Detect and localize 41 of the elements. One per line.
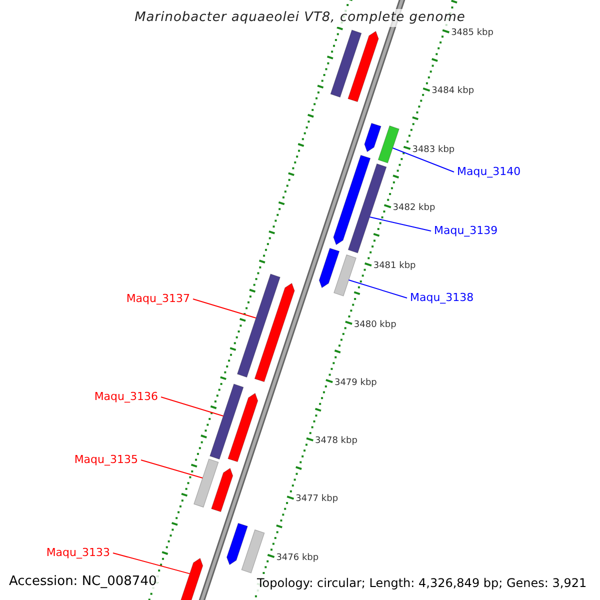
gene-bar (348, 163, 387, 254)
gene-bar (333, 154, 371, 246)
gene-bar (334, 254, 356, 296)
gene-bar (211, 468, 234, 512)
gene-label: Maqu_3137 (126, 291, 190, 307)
leader-line (392, 148, 454, 172)
gene-bar (318, 248, 340, 288)
scale-label: 3480 kbp (354, 318, 396, 330)
gene-bar (348, 30, 379, 102)
scale-label: 3478 kbp (315, 435, 358, 448)
leader-line (160, 396, 224, 416)
gene-label: Maqu_3135 (74, 452, 138, 468)
scale-label: 3476 kbp (276, 552, 319, 564)
gene-bar (364, 122, 382, 152)
gene-label: Maqu_3138 (410, 290, 474, 306)
gene-bar (194, 458, 219, 508)
gene-label: Maqu_3139 (434, 223, 498, 239)
gene-label: Maqu_3133 (46, 545, 110, 561)
scale-label: 3484 kbp (432, 85, 474, 98)
scale-label: 3481 kbp (373, 260, 416, 272)
gene-bar (330, 30, 362, 98)
leader-line (140, 460, 204, 478)
scale-label: 3482 kbp (392, 202, 436, 214)
scale-label: 3485 kbp (451, 27, 494, 39)
gene-bar (236, 274, 280, 378)
gene-bar (378, 125, 400, 164)
leader-line (112, 552, 190, 574)
gene-bar (254, 282, 295, 382)
gene-bar (241, 529, 265, 574)
accession-text: Accession: NC_008740 (8, 573, 158, 591)
leader-line (369, 216, 432, 232)
leader-line (192, 298, 256, 318)
gene-bar (210, 384, 244, 460)
scale-label: 3479 kbp (334, 376, 377, 389)
scale-label: 3483 kbp (412, 144, 455, 156)
gene-bar (226, 522, 248, 566)
gene-bar (228, 392, 258, 462)
scale-label: 3477 kbp (296, 493, 338, 506)
leader-line (348, 280, 408, 298)
gene-label: Maqu_3140 (457, 164, 521, 180)
gene-label: Maqu_3136 (94, 389, 158, 405)
